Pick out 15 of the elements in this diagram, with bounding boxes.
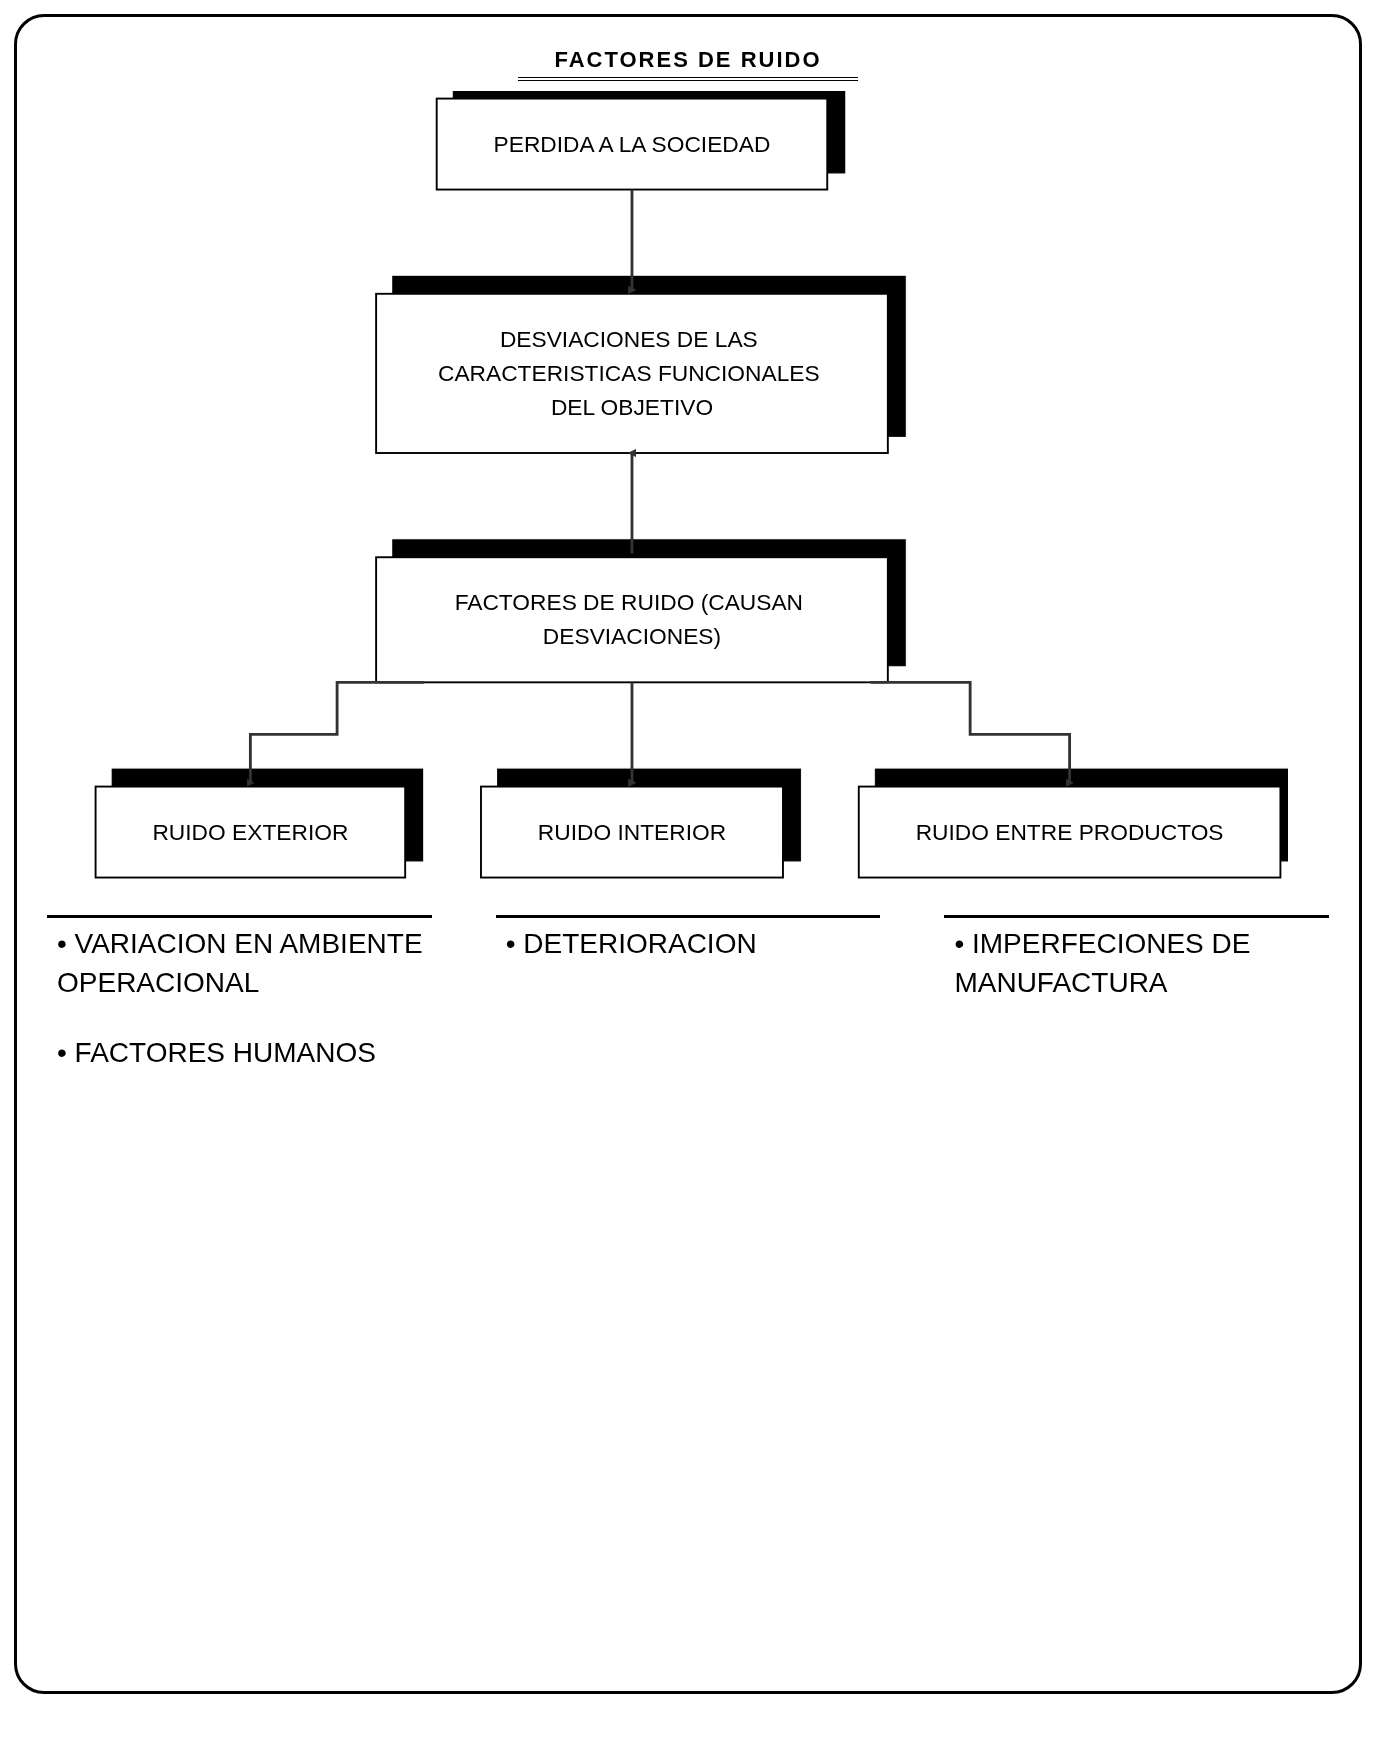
arrow [246, 680, 424, 787]
bullet-item: • DETERIORACION [505, 927, 758, 962]
node-box: FACTORES DE RUIDO (CAUSAN DESVIACIONES) [375, 556, 889, 684]
node-box: RUIDO INTERIOR [480, 785, 784, 879]
diagram-title: FACTORES DE RUIDO [518, 47, 858, 81]
node-box: RUIDO EXTERIOR [94, 785, 407, 879]
bullet-item: • FACTORES HUMANOS [57, 1035, 377, 1070]
arrow [870, 680, 1074, 787]
bullet-item: • IMPERFECIONES DE MANUFACTURA [954, 927, 1252, 1001]
node-box: RUIDO ENTRE PRODUCTOS [857, 785, 1282, 879]
arrow [627, 680, 637, 787]
bullet-item: • VARIACION EN AMBIENTE OPERACIONAL [57, 927, 424, 1001]
node-box: PERDIDA A LA SOCIEDAD [435, 97, 829, 191]
node-box: DESVIACIONES DE LAS CARACTERISTICAS FUNCIONALES DEL OBJETIVO [375, 292, 889, 454]
arrow [627, 188, 637, 295]
